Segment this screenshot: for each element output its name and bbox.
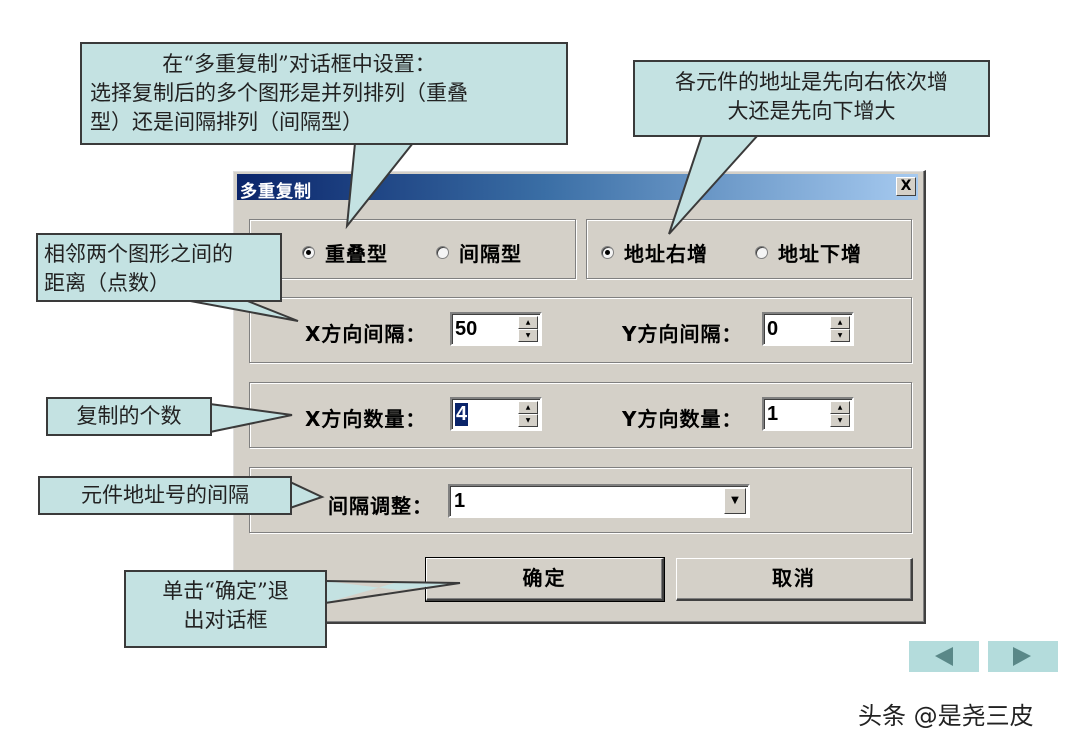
callout-address-line1: 各元件的地址是先向右依次增 [675, 70, 948, 94]
radio-unchecked-icon [755, 246, 768, 259]
x-count-value[interactable]: 4 [455, 403, 469, 426]
callout-count: 复制的个数 [46, 397, 212, 436]
spin-up-icon[interactable]: ▲ [830, 316, 850, 329]
callout-ok: 单击“确定”退 出对话框 [124, 570, 327, 648]
x-count-label: X方向数量： [305, 407, 427, 431]
interval-adjust-group: 间隔调整： 1 ▼ [249, 467, 912, 533]
next-slide-button[interactable] [988, 641, 1058, 672]
y-interval-value[interactable]: 0 [767, 318, 779, 340]
interval-adjust-value: 1 [454, 490, 466, 512]
y-interval-stepper[interactable]: 0 ▲ ▼ [762, 312, 854, 346]
x-interval-stepper[interactable]: 50 ▲ ▼ [450, 312, 542, 346]
spin-down-icon[interactable]: ▼ [830, 414, 850, 427]
interval-adjust-label: 间隔调整： [328, 494, 433, 518]
address-mode-group: 地址右增 地址下增 [586, 219, 912, 279]
spin-down-icon[interactable]: ▼ [518, 414, 538, 427]
x-interval-value[interactable]: 50 [455, 318, 478, 340]
spin-up-icon[interactable]: ▲ [518, 316, 538, 329]
cancel-button[interactable]: 取消 [676, 558, 913, 601]
multi-copy-dialog: 多重复制 X 重叠型 间隔型 地址右增 地址下增 X方向间隔： 50 [232, 170, 926, 624]
y-count-stepper[interactable]: 1 ▲ ▼ [762, 397, 854, 431]
radio-address-down-label: 地址下增 [778, 242, 862, 266]
dialog-title: 多重复制 [240, 182, 312, 202]
radio-spaced[interactable]: 间隔型 [436, 238, 522, 267]
y-interval-label: Y方向间隔： [622, 322, 743, 346]
radio-address-down[interactable]: 地址下增 [755, 238, 862, 267]
spin-up-icon[interactable]: ▲ [830, 401, 850, 414]
callout-distance: 相邻两个图形之间的 距离（点数） [36, 233, 282, 302]
y-count-value[interactable]: 1 [767, 403, 779, 425]
close-button[interactable]: X [896, 177, 916, 196]
prev-arrow-icon [935, 647, 953, 666]
radio-unchecked-icon [436, 246, 449, 259]
callout-count-text: 复制的个数 [76, 404, 182, 428]
ok-button[interactable]: 确定 [425, 557, 665, 602]
radio-spaced-label: 间隔型 [459, 242, 522, 266]
radio-checked-icon [601, 246, 614, 259]
callout-layout-line1: 在“多重复制”对话框中设置： [162, 52, 436, 76]
radio-overlap-label: 重叠型 [325, 242, 388, 266]
close-icon: X [900, 178, 912, 194]
dialog-titlebar[interactable]: 多重复制 X [237, 174, 918, 202]
callout-ok-line2: 出对话框 [183, 608, 268, 632]
callout-addr-interval-text: 元件地址号的间隔 [81, 483, 249, 507]
radio-address-right[interactable]: 地址右增 [601, 238, 708, 267]
layout-mode-group: 重叠型 间隔型 [249, 219, 576, 279]
count-group: X方向数量： 4 ▲ ▼ Y方向数量： 1 ▲ ▼ [249, 382, 912, 448]
radio-checked-icon [302, 246, 315, 259]
callout-address-line2: 大还是先向下增大 [727, 99, 896, 123]
callout-layout-line2: 选择复制后的多个图形是并列排列（重叠 [90, 81, 468, 105]
callout-layout-line3: 型）还是间隔排列（间隔型） [90, 110, 363, 134]
spin-up-icon[interactable]: ▲ [518, 401, 538, 414]
spin-down-icon[interactable]: ▼ [518, 329, 538, 342]
prev-slide-button[interactable] [909, 641, 979, 672]
callout-layout-mode: 在“多重复制”对话框中设置： 选择复制后的多个图形是并列排列（重叠 型）还是间隔… [80, 42, 568, 145]
radio-overlap[interactable]: 重叠型 [302, 238, 388, 267]
watermark: 头条 @是尧三皮 [858, 702, 1034, 730]
radio-address-right-label: 地址右增 [624, 242, 708, 266]
callout-address-mode: 各元件的地址是先向右依次增 大还是先向下增大 [633, 60, 990, 137]
callout-addr-interval: 元件地址号的间隔 [38, 476, 292, 515]
callout-distance-line1: 相邻两个图形之间的 [44, 242, 233, 266]
y-count-label: Y方向数量： [622, 407, 743, 431]
interval-adjust-select[interactable]: 1 ▼ [448, 484, 750, 518]
chevron-down-icon[interactable]: ▼ [724, 488, 746, 514]
callout-distance-line2: 距离（点数） [44, 271, 170, 295]
interval-group: X方向间隔： 50 ▲ ▼ Y方向间隔： 0 ▲ ▼ [249, 297, 912, 363]
x-interval-label: X方向间隔： [305, 322, 427, 346]
spin-down-icon[interactable]: ▼ [830, 329, 850, 342]
next-arrow-icon [1013, 647, 1031, 666]
callout-ok-line1: 单击“确定”退 [162, 579, 289, 603]
x-count-stepper[interactable]: 4 ▲ ▼ [450, 397, 542, 431]
